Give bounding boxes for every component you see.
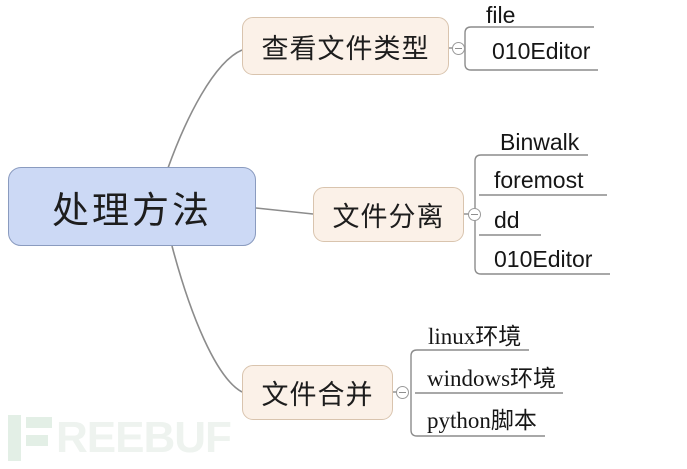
collapse-toggle-branch1[interactable] bbox=[452, 42, 465, 55]
leaf-item[interactable]: 010Editor bbox=[492, 38, 591, 64]
root-node[interactable]: 处理方法 bbox=[8, 167, 256, 246]
leaf-item[interactable]: 010Editor bbox=[494, 246, 593, 272]
branch-node-label: 查看文件类型 bbox=[261, 33, 430, 64]
edge-root-to-branch2 bbox=[255, 207, 314, 215]
branch-node-view-file-type[interactable]: 查看文件类型 bbox=[242, 17, 449, 75]
leaf-item[interactable]: file bbox=[486, 2, 516, 28]
bracket-branch1 bbox=[464, 26, 598, 71]
collapse-toggle-branch3[interactable] bbox=[396, 386, 409, 399]
freebuf-watermark: REEBUF bbox=[8, 413, 232, 462]
branch-node-label: 文件分离 bbox=[332, 202, 445, 232]
leaf-item[interactable]: windows环境 bbox=[427, 366, 557, 391]
watermark-text: REEBUF bbox=[56, 413, 232, 462]
leaf-item[interactable]: foremost bbox=[494, 167, 584, 193]
leaf-item[interactable]: Binwalk bbox=[500, 129, 580, 155]
watermark-bar bbox=[8, 415, 21, 461]
watermark-f-glyph bbox=[26, 415, 52, 461]
edge-root-to-branch1 bbox=[167, 49, 243, 169]
leaf-item[interactable]: dd bbox=[494, 207, 520, 233]
branch-node-file-merge[interactable]: 文件合并 bbox=[242, 365, 393, 420]
bracket-branch3 bbox=[410, 349, 545, 437]
collapse-toggle-branch2[interactable] bbox=[468, 208, 481, 221]
edge-root-to-branch3 bbox=[171, 245, 243, 393]
branch-node-file-separation[interactable]: 文件分离 bbox=[313, 187, 464, 242]
branch-node-label: 文件合并 bbox=[261, 380, 374, 410]
root-node-label: 处理方法 bbox=[52, 190, 212, 232]
leaf-item[interactable]: linux环境 bbox=[428, 324, 522, 349]
leaf-item[interactable]: python脚本 bbox=[427, 408, 537, 433]
